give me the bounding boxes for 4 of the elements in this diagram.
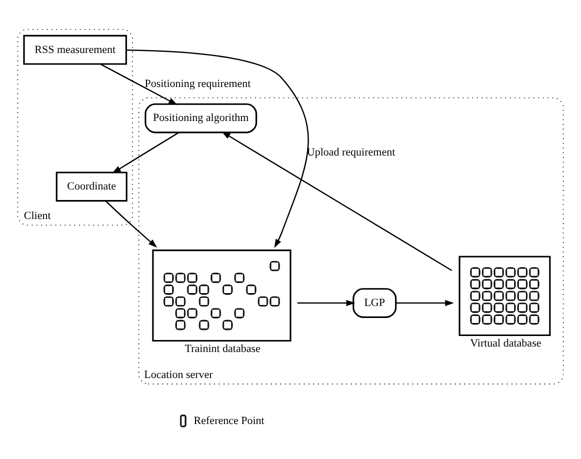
node-label: Virtual database <box>470 337 542 350</box>
legend-label: Reference Point <box>194 414 264 427</box>
node-label: Trainint database <box>184 342 260 355</box>
edge-label: Positioning requirement <box>144 78 251 90</box>
